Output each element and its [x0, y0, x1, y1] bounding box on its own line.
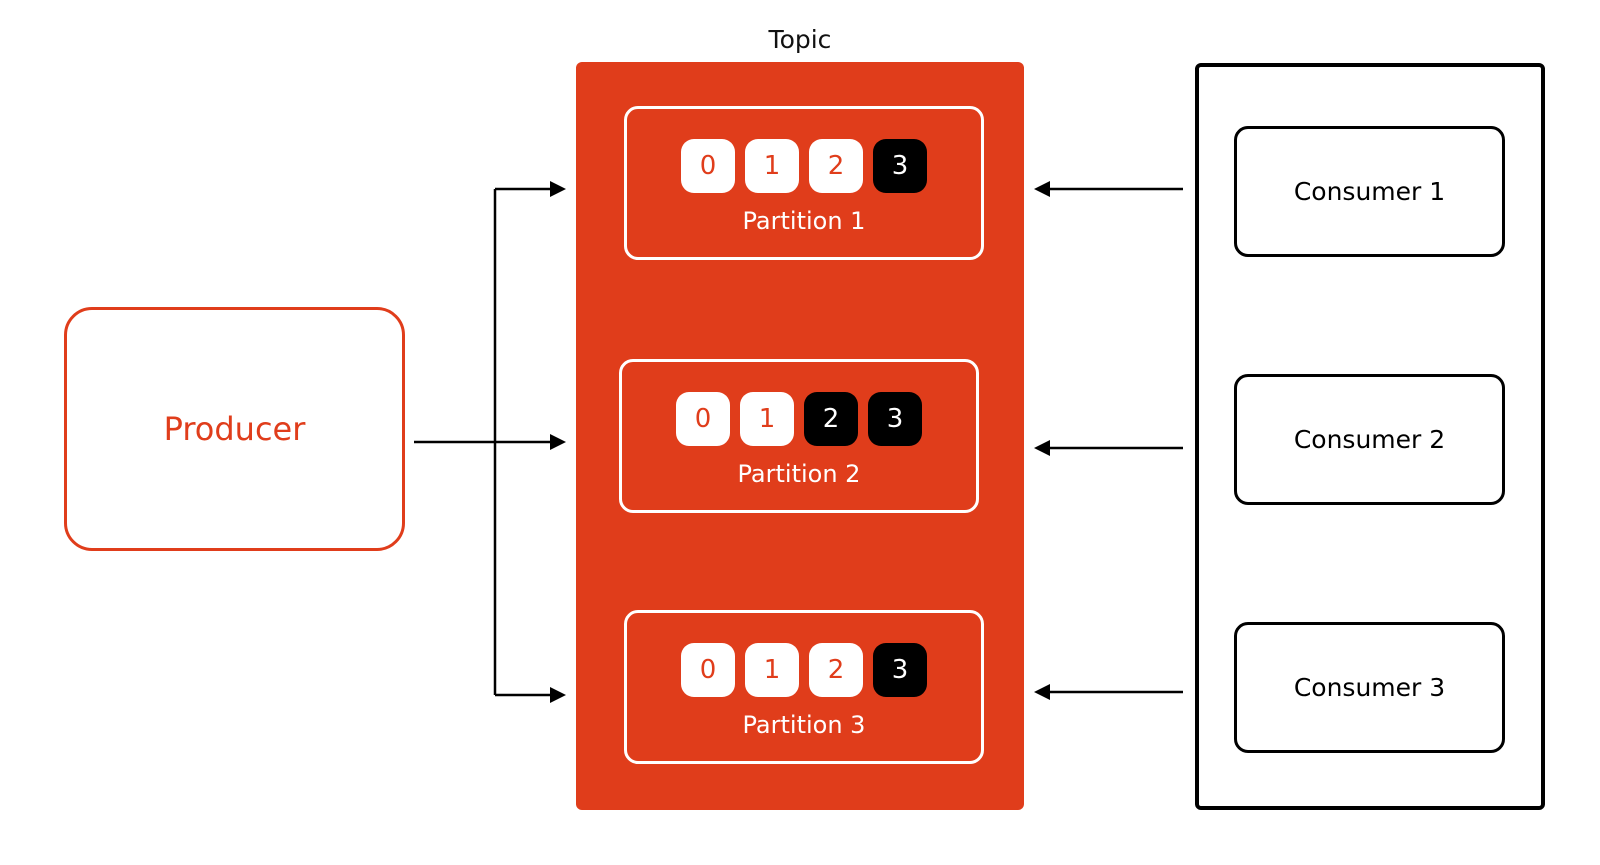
offset-cell: 1 — [740, 392, 794, 446]
offset-cell: 1 — [745, 139, 799, 193]
arrowhead-icon — [1034, 440, 1050, 456]
offset-cell: 2 — [804, 392, 858, 446]
partition-1-offsets: 0 1 2 3 — [627, 139, 981, 193]
producer-box: Producer — [64, 307, 405, 551]
arrowhead-icon — [1034, 684, 1050, 700]
consumer-2-label: Consumer 2 — [1293, 425, 1446, 454]
arrowhead-icon — [550, 181, 566, 197]
partition-1: 0 1 2 3 Partition 1 — [624, 106, 984, 260]
partition-2: 0 1 2 3 Partition 2 — [619, 359, 979, 513]
partition-3-label: Partition 3 — [742, 711, 866, 739]
producer-label: Producer — [163, 410, 306, 448]
partition-1-label: Partition 1 — [742, 207, 866, 235]
topic-container — [576, 62, 1024, 810]
consumer-3: Consumer 3 — [1234, 622, 1505, 753]
offset-cell: 0 — [676, 392, 730, 446]
arrowhead-icon — [550, 687, 566, 703]
consumer-1-label: Consumer 1 — [1293, 177, 1446, 206]
offset-cell: 0 — [681, 139, 735, 193]
offset-cell: 0 — [681, 643, 735, 697]
offset-cell: 1 — [745, 643, 799, 697]
offset-cell: 3 — [873, 643, 927, 697]
partition-2-offsets: 0 1 2 3 — [622, 392, 976, 446]
arrowhead-icon — [1034, 181, 1050, 197]
partition-3-offsets: 0 1 2 3 — [627, 643, 981, 697]
offset-cell: 2 — [809, 139, 863, 193]
offset-cell: 3 — [868, 392, 922, 446]
offset-cell: 3 — [873, 139, 927, 193]
consumer-1: Consumer 1 — [1234, 126, 1505, 257]
partition-2-label: Partition 2 — [737, 460, 861, 488]
arrowhead-icon — [550, 434, 566, 450]
offset-cell: 2 — [809, 643, 863, 697]
partition-3: 0 1 2 3 Partition 3 — [624, 610, 984, 764]
consumer-3-label: Consumer 3 — [1293, 673, 1446, 702]
consumer-2: Consumer 2 — [1234, 374, 1505, 505]
topic-title: Topic — [768, 25, 832, 54]
